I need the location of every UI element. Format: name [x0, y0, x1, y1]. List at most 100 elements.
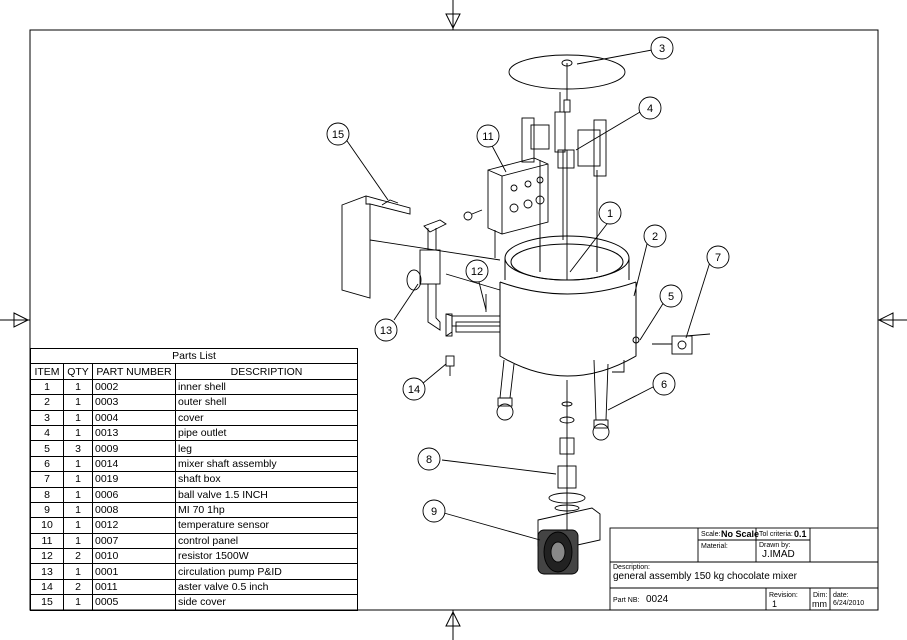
qty-cell: 1 [63, 455, 93, 473]
item-cell: 11 [30, 532, 64, 550]
description-label: Description: [613, 564, 650, 571]
description-cell: resistor 1500W [175, 548, 358, 565]
motor-part [537, 507, 601, 575]
item-cell: 3 [30, 409, 64, 426]
part-number-cell: 0006 [92, 486, 176, 503]
balloon-callout: 6 [652, 372, 676, 396]
item-cell: 7 [30, 471, 64, 488]
qty-cell: 1 [63, 486, 93, 503]
tol-value: 0.1 [794, 529, 807, 539]
balloon-number: 14 [408, 384, 420, 396]
drawn-value: J.IMAD [762, 549, 795, 560]
partnb-value: 0024 [646, 594, 669, 605]
legs [496, 359, 625, 441]
drawn-label: Drawn by: [759, 542, 791, 549]
part-number-cell: 0002 [92, 378, 176, 396]
leader-lines [344, 49, 711, 541]
revision-value: 1 [772, 599, 778, 609]
balloon-number: 8 [426, 454, 432, 466]
qty-cell: 1 [63, 594, 93, 611]
balloon-callout: 11 [476, 124, 500, 148]
description-cell: MI 70 1hp [175, 501, 358, 519]
description-cell: cover [175, 409, 358, 426]
balloon-number: 13 [380, 325, 392, 337]
part-number-cell: 0012 [92, 517, 176, 534]
balloon-callout: 15 [326, 122, 350, 146]
balloon-callout: 1 [598, 201, 622, 225]
qty-cell: 1 [63, 501, 93, 519]
dim-value: mm [812, 599, 827, 609]
balloon-callout: 2 [643, 224, 667, 248]
description-cell: outer shell [175, 394, 358, 411]
item-cell: 9 [30, 501, 64, 519]
qty-cell: 1 [63, 409, 93, 426]
item-cell: 14 [30, 578, 64, 596]
part-number-cell: 0007 [92, 532, 176, 550]
item-cell: 15 [30, 594, 64, 611]
title-block-frame [609, 527, 879, 611]
balloon-number: 15 [332, 129, 344, 141]
balloon-circle [659, 284, 683, 308]
item-cell: 12 [30, 548, 64, 565]
balloon-circle [417, 447, 441, 471]
tank-body [499, 235, 640, 377]
partnb-label: Part NB: [613, 597, 640, 604]
balloon-circle [374, 318, 398, 342]
balloon-callout: 4 [638, 96, 662, 120]
part-number-cell: 0010 [92, 548, 176, 565]
qty-cell: 1 [63, 532, 93, 550]
balloon-number: 11 [482, 131, 493, 143]
balloon-circle [638, 96, 662, 120]
item-cell: 2 [30, 394, 64, 411]
qty-cell: 3 [63, 440, 93, 457]
description-cell: side cover [175, 594, 358, 611]
balloon-number: 5 [668, 291, 674, 303]
balloon-callout: 8 [417, 447, 441, 471]
item-cell: 4 [30, 424, 64, 442]
balloon-number: 3 [659, 43, 665, 55]
balloon-number: 6 [661, 379, 667, 391]
item-cell: 13 [30, 563, 64, 580]
description-cell: temperature sensor [175, 517, 358, 534]
description-cell: ball valve 1.5 INCH [175, 486, 358, 503]
part-number-cell: 0004 [92, 409, 176, 426]
balloon-number: 9 [431, 506, 437, 518]
qty-cell: 1 [63, 394, 93, 411]
part-number-cell: 0013 [92, 424, 176, 442]
balloon-callout: 13 [374, 318, 398, 342]
item-cell: 8 [30, 486, 64, 503]
balloon-callout: 9 [422, 499, 446, 523]
part-number-cell: 0003 [92, 394, 176, 411]
part-number-cell: 0014 [92, 455, 176, 473]
balloon-number: 12 [471, 266, 483, 278]
mixer-shaft-assembly [521, 92, 607, 280]
parts-list-table: Parts List ITEM QTY PART NUMBER DESCRIPT… [30, 347, 358, 611]
part-number-cell: 0001 [92, 563, 176, 580]
part-number-cell: 0008 [92, 501, 176, 519]
date-label: date: [833, 592, 849, 599]
scale-value: No Scale [721, 529, 760, 539]
description-cell: inner shell [175, 378, 358, 396]
description-value: general assembly 150 kg chocolate mixer [613, 571, 797, 582]
description-cell: circulation pump P&ID [175, 563, 358, 580]
balloon-circle [465, 259, 489, 283]
balloon-number: 1 [607, 208, 613, 220]
qty-cell: 2 [63, 548, 93, 565]
balloon-number: 4 [647, 103, 653, 115]
part-number-cell: 0019 [92, 471, 176, 488]
